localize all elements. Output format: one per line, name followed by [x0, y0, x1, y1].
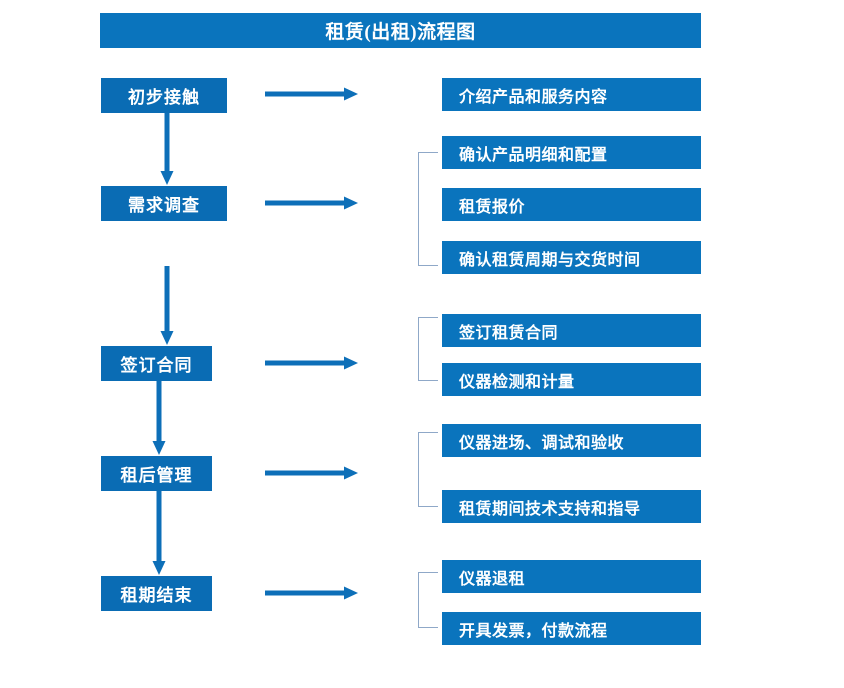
detail-box-9[interactable]: 仪器退租 [442, 560, 701, 593]
arrow-right-icon-1 [265, 87, 359, 101]
arrow-right-icon-4 [265, 466, 359, 480]
stage-box-3[interactable]: 签订合同 [101, 346, 212, 381]
detail-box-7[interactable]: 仪器进场、调试和验收 [442, 424, 701, 457]
arrow-down-icon-2 [160, 266, 174, 346]
detail-box-5[interactable]: 签订租赁合同 [442, 314, 701, 347]
detail-box-2[interactable]: 确认产品明细和配置 [442, 136, 701, 169]
arrow-right-icon-5 [265, 586, 359, 600]
detail-box-6[interactable]: 仪器检测和计量 [442, 363, 701, 396]
stage-box-5[interactable]: 租期结束 [101, 576, 212, 611]
detail-box-3[interactable]: 租赁报价 [442, 188, 701, 221]
detail-box-1[interactable]: 介绍产品和服务内容 [442, 78, 701, 111]
arrow-down-icon-3 [152, 381, 166, 456]
stage-box-2[interactable]: 需求调查 [101, 186, 227, 221]
arrow-down-icon-4 [152, 491, 166, 576]
group-bracket-end [418, 572, 438, 628]
group-bracket-management [418, 432, 438, 507]
detail-box-4[interactable]: 确认租赁周期与交货时间 [442, 241, 701, 274]
arrow-right-icon-3 [265, 356, 359, 370]
stage-box-4[interactable]: 租后管理 [101, 456, 212, 491]
group-bracket-demand [418, 152, 438, 266]
detail-box-10[interactable]: 开具发票，付款流程 [442, 612, 701, 645]
detail-box-8[interactable]: 租赁期间技术支持和指导 [442, 490, 701, 523]
diagram-title: 租赁(出租)流程图 [100, 13, 701, 48]
stage-box-1[interactable]: 初步接触 [101, 78, 227, 113]
group-bracket-contract [418, 317, 438, 381]
arrow-down-icon-1 [160, 113, 174, 186]
arrow-right-icon-2 [265, 196, 359, 210]
